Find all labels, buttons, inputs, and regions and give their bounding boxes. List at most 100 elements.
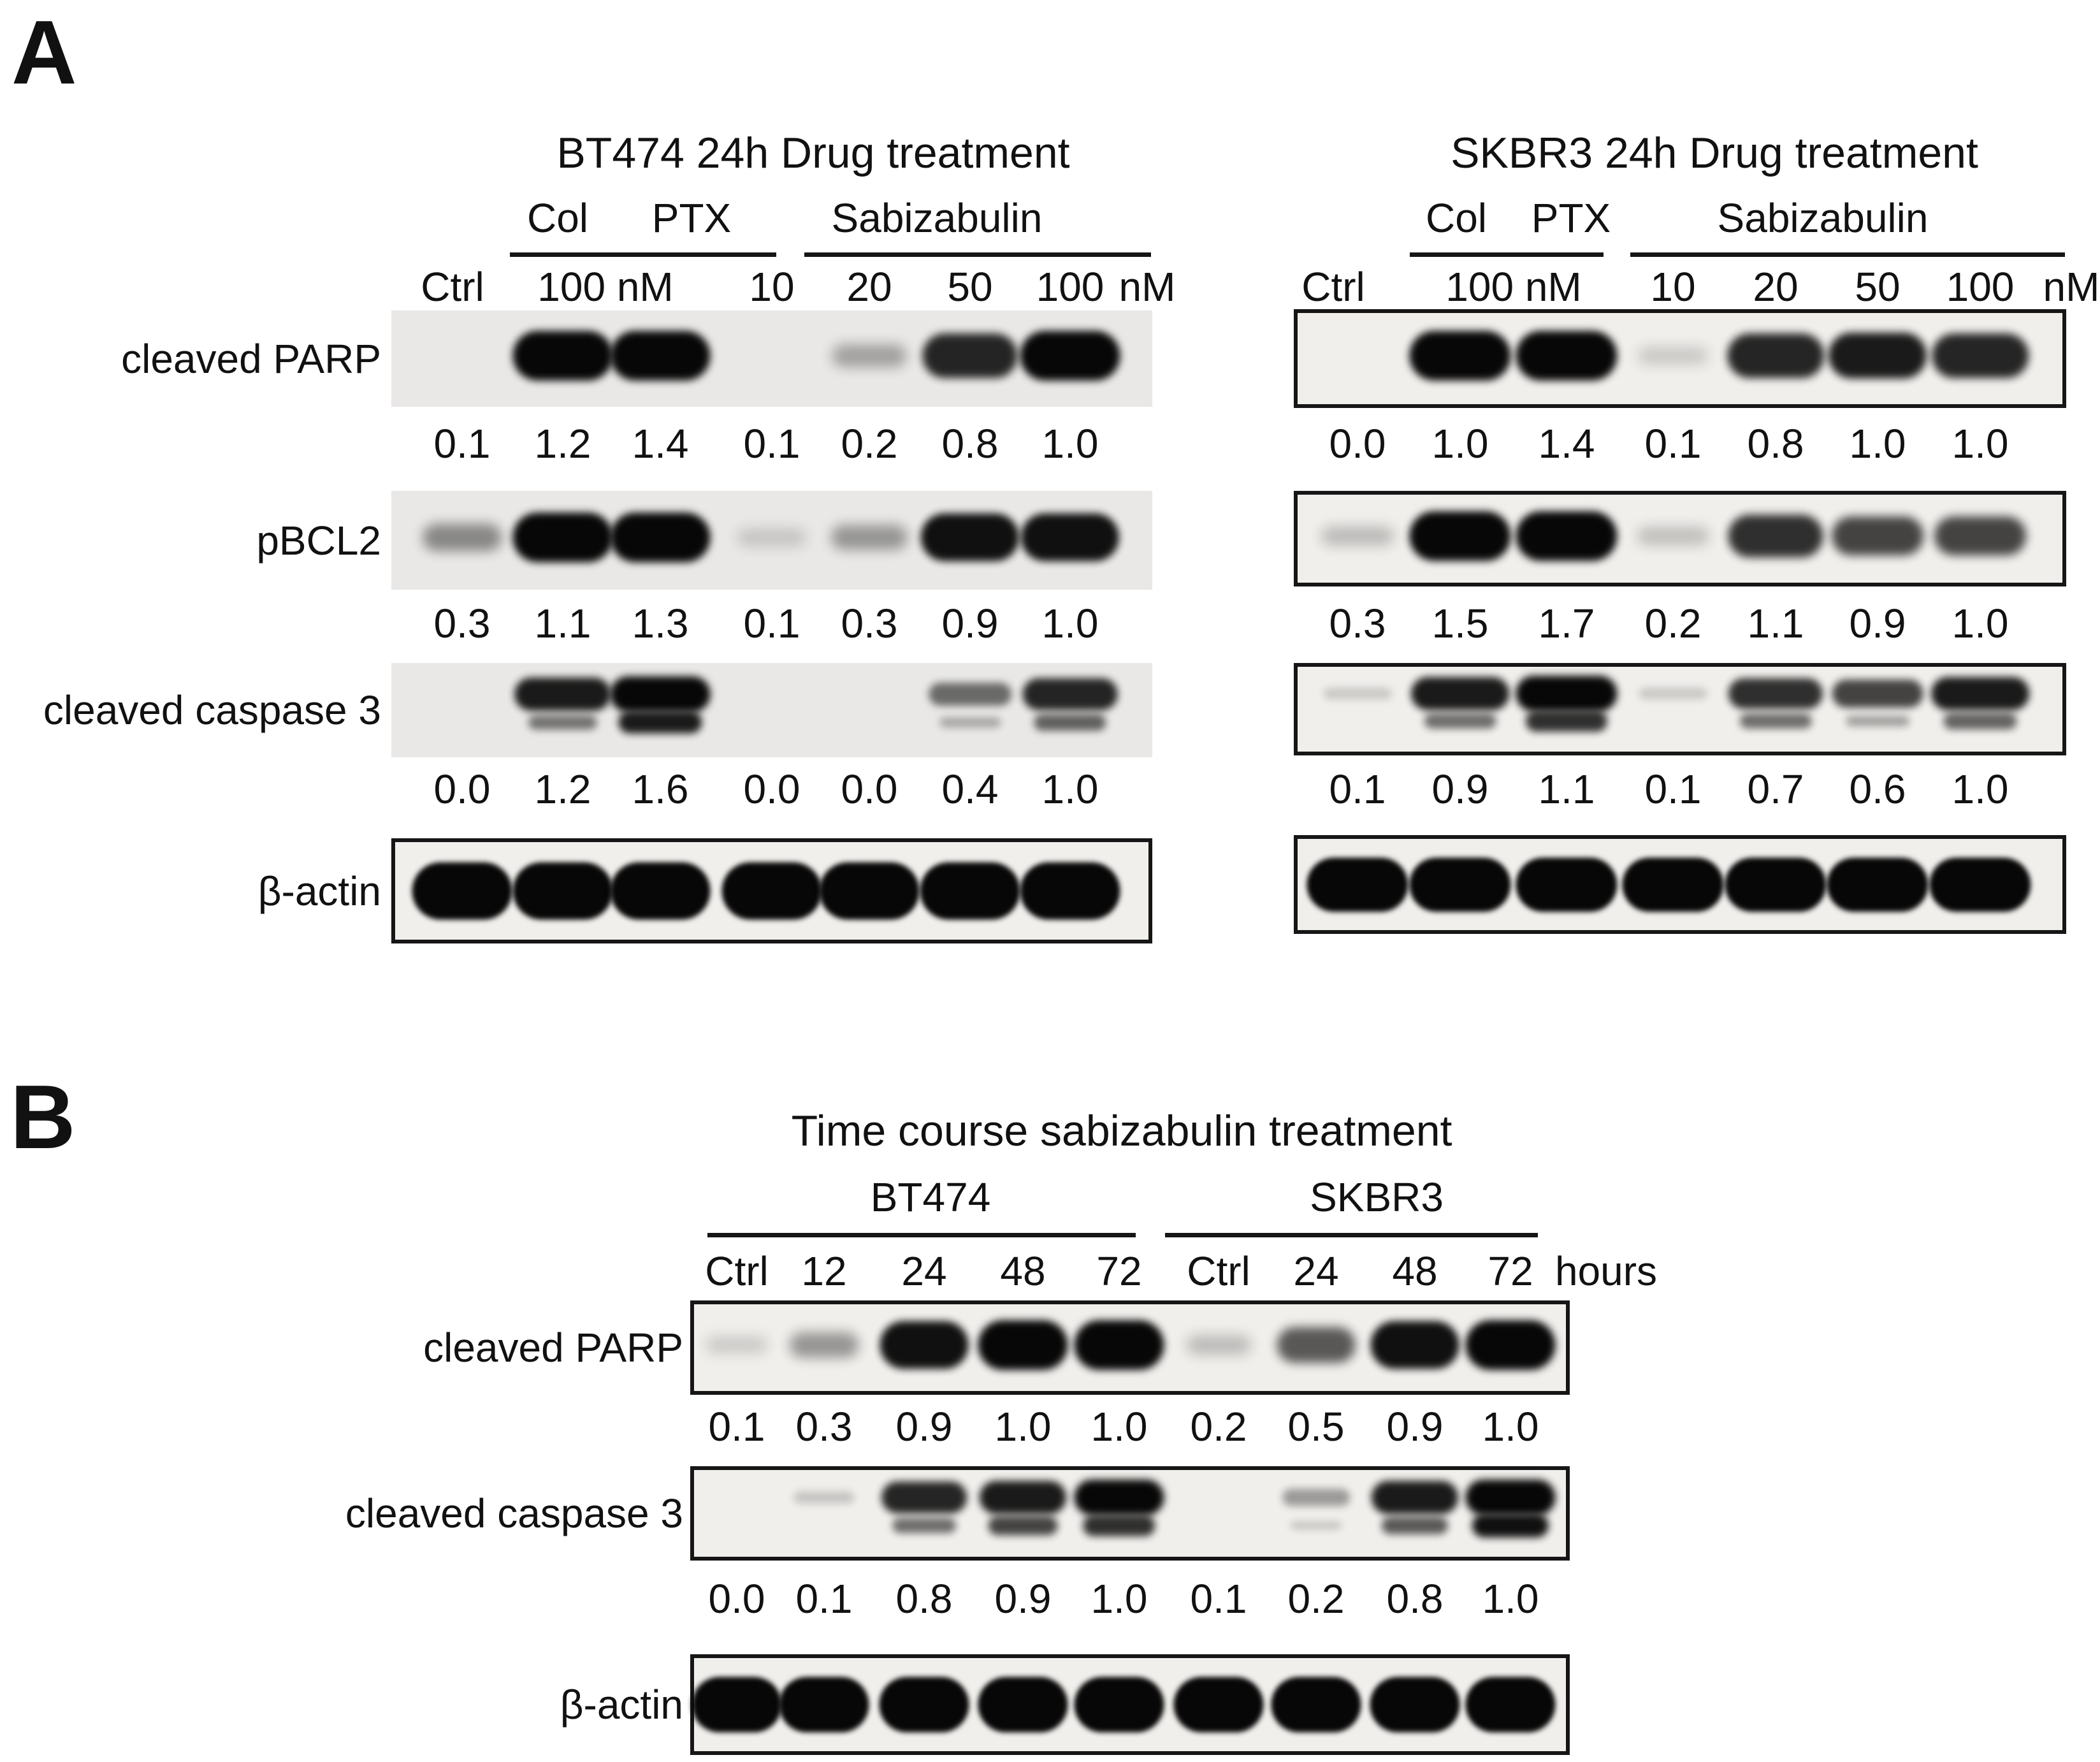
lane-label-dose: 10 [1650, 264, 1696, 310]
protein-band [1516, 675, 1618, 711]
protein-band [1371, 1480, 1459, 1514]
protein-band [819, 862, 920, 920]
protein-band [978, 1677, 1068, 1733]
quantification-value: 0.8 [895, 1576, 953, 1622]
protein-band [939, 717, 1001, 728]
quantification-value: 1.1 [534, 601, 591, 646]
quantification-value: 0.1 [1190, 1576, 1247, 1622]
protein-band [1739, 713, 1812, 729]
protein-band [1516, 330, 1618, 381]
protein-band [1409, 330, 1511, 381]
quantification-value: 0.2 [1287, 1576, 1345, 1622]
quantification-value: 1.0 [1482, 1576, 1539, 1622]
protein-band [1020, 330, 1120, 381]
protein-band [1728, 514, 1823, 558]
row-label: pBCL2 [256, 517, 381, 564]
protein-band [1022, 678, 1118, 710]
protein-band [1409, 511, 1511, 561]
protein-band [1465, 1479, 1556, 1515]
row-label: β-actin [257, 868, 381, 914]
protein-band [879, 1677, 969, 1733]
quantification-value: 1.5 [1431, 601, 1489, 646]
protein-band [1728, 678, 1823, 709]
quantification-value: 0.1 [743, 421, 800, 467]
quantification-value: 0.8 [1386, 1576, 1444, 1622]
protein-band [920, 862, 1020, 920]
protein-band [922, 333, 1018, 378]
protein-band [618, 711, 702, 734]
quantification-value: 0.2 [841, 421, 898, 467]
protein-band [1074, 1320, 1164, 1370]
quantification-value: 0.1 [1644, 421, 1702, 467]
quantification-value: 1.0 [994, 1404, 1052, 1450]
lane-label-dose: 100 [1946, 264, 2015, 310]
treatment-label-sabizabulin: Sabizabulin [1717, 195, 1929, 241]
protein-band [1370, 1677, 1460, 1733]
unit-label: nM [1119, 264, 1176, 310]
protein-band [512, 862, 613, 920]
protein-band [779, 1677, 869, 1733]
quantification-value: 1.0 [1952, 421, 2009, 467]
quantification-value: 0.0 [433, 766, 491, 812]
protein-band [1725, 857, 1827, 912]
protein-band [1323, 687, 1392, 699]
protein-band [880, 1320, 969, 1369]
lane-label-time: 72 [1096, 1248, 1142, 1294]
protein-band [1846, 715, 1909, 727]
unit-label: hours [1554, 1248, 1658, 1294]
protein-band [1290, 1522, 1342, 1530]
quantification-value: 0.9 [941, 601, 999, 646]
protein-band [1321, 526, 1394, 546]
quantification-value: 1.7 [1538, 601, 1595, 646]
quantification-value: 0.0 [841, 766, 898, 812]
treatment-label-col: Col [526, 195, 589, 241]
quantification-value: 0.5 [1287, 1404, 1345, 1450]
cell-line-underline [1165, 1233, 1538, 1237]
treatment-label-ptx: PTX [1531, 195, 1611, 241]
quantification-value: 1.0 [1041, 601, 1099, 646]
protein-band [1832, 516, 1923, 556]
row-label: cleaved PARP [121, 335, 381, 382]
lane-label-dose: 20 [1753, 264, 1799, 310]
protein-band [881, 1481, 967, 1513]
protein-band [512, 330, 613, 381]
quantification-value: 0.9 [994, 1576, 1052, 1622]
protein-band [1271, 1677, 1361, 1733]
quantification-value: 1.0 [1041, 421, 1099, 467]
lane-label-dose: 100 nM [1445, 264, 1582, 310]
lane-label-time: 72 [1488, 1248, 1533, 1294]
lane-label-time: 24 [1293, 1248, 1339, 1294]
lane-label-ctrl: Ctrl [1301, 264, 1365, 310]
quantification-value: 0.2 [1190, 1404, 1247, 1450]
quantification-value: 1.1 [1747, 601, 1804, 646]
protein-band [737, 528, 807, 546]
protein-band [512, 512, 613, 562]
protein-band [1173, 1677, 1264, 1733]
protein-band [423, 523, 502, 551]
quantification-value: 1.3 [632, 601, 689, 646]
protein-band [1472, 1513, 1549, 1538]
protein-band [412, 862, 512, 920]
protein-band [610, 512, 711, 562]
protein-band [1637, 526, 1709, 546]
treatment-underline [1630, 252, 2065, 257]
panel-a-left-title: BT474 24h Drug treatment [556, 129, 1070, 177]
quantification-value: 0.0 [1329, 421, 1386, 467]
protein-band [1282, 1489, 1350, 1506]
cell-line-label: BT474 [870, 1174, 991, 1220]
protein-band [978, 1320, 1068, 1370]
protein-band [789, 1332, 859, 1358]
protein-band [1943, 713, 2017, 730]
protein-band [706, 1336, 768, 1353]
protein-band [1465, 1677, 1556, 1733]
lane-label-dose: 20 [846, 264, 892, 310]
row-label: cleaved caspase 3 [345, 1490, 683, 1536]
quantification-value: 0.1 [1644, 766, 1702, 812]
lane-label-time: 12 [801, 1248, 847, 1294]
protein-band [1307, 857, 1408, 912]
panel-b-title: Time course sabizabulin treatment [791, 1107, 1452, 1155]
protein-band [793, 1491, 855, 1504]
quantification-value: 1.0 [1849, 421, 1906, 467]
quantification-value: 0.1 [708, 1404, 765, 1450]
